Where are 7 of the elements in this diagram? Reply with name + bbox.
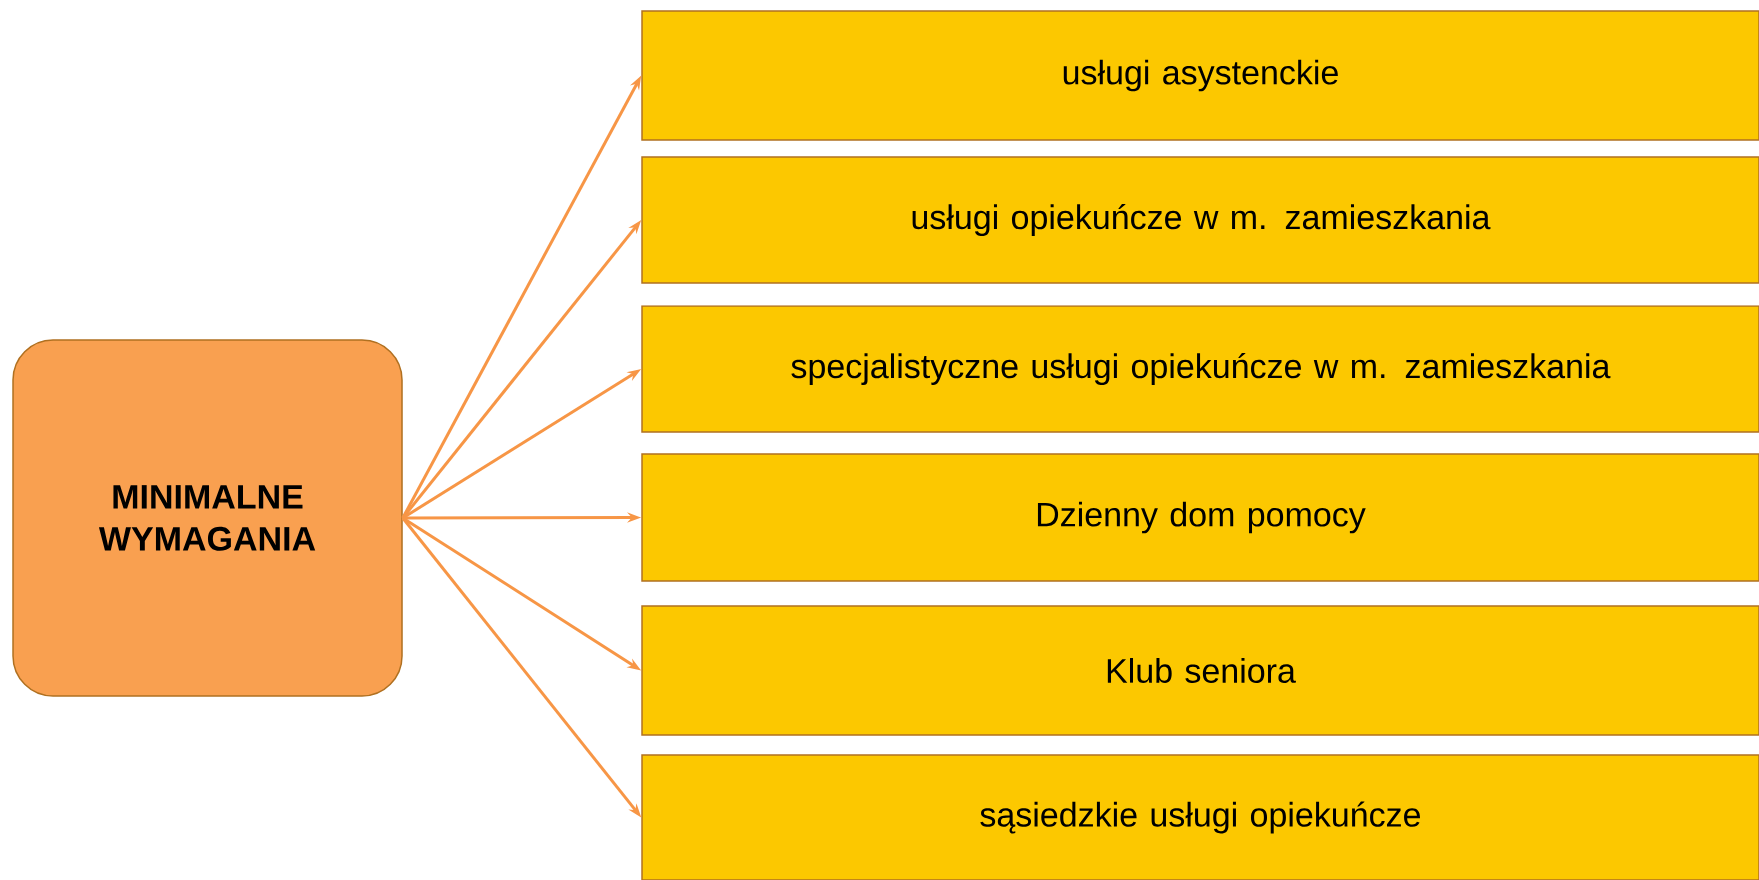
label-box: usługi asystenckie xyxy=(641,10,1759,141)
label-box: specjalistyczne usługi opiekuńcze w m. zamieszkania xyxy=(641,305,1759,433)
label-box: sąsiedzkie usługi opiekuńcze xyxy=(641,754,1759,880)
rounded-box: MINIMALNE WYMAGANIA xyxy=(12,339,403,697)
label-box: Klub seniora xyxy=(641,605,1759,736)
label-box: Dzienny dom pomocy xyxy=(641,453,1759,582)
label-box: usługi opiekuńcze w m. zamieszkania xyxy=(641,156,1759,284)
